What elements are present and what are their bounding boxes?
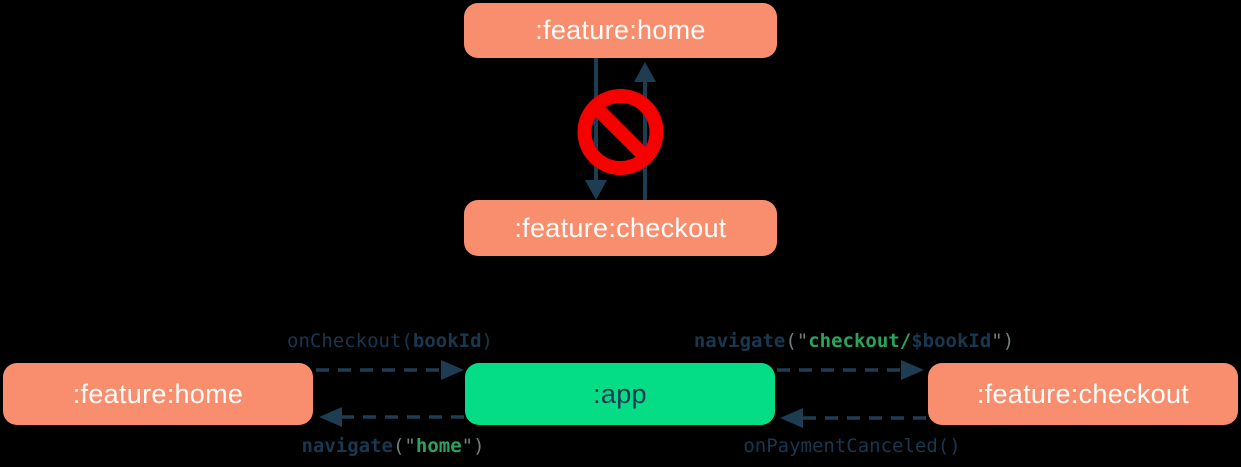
code-text: onPaymentCanceled() [743, 435, 961, 457]
on-checkout-arrow [316, 360, 464, 380]
code-text: navigate [301, 435, 393, 457]
top-feature-home-module-box: :feature:home [464, 3, 777, 58]
no-entry-icon [577, 89, 664, 175]
code-text: onCheckout( [287, 330, 413, 352]
top-feature-checkout-module-label: :feature:checkout [514, 212, 727, 243]
on-checkout-edge-label: onCheckout(bookId) [190, 330, 590, 352]
on-payment-canceled-edge-label: onPaymentCanceled() [652, 435, 1052, 457]
app-module-box: :app [465, 363, 775, 425]
navigate-checkout-edge-label: navigate("checkout/$bookId") [654, 330, 1054, 352]
code-text: (" [785, 330, 809, 352]
bottom-feature-checkout-module-label: :feature:checkout [976, 378, 1190, 409]
bottom-feature-home-module-box: :feature:home [3, 363, 313, 425]
navigate-home-arrow [319, 407, 464, 427]
bottom-feature-home-module-label: :feature:home [72, 378, 244, 409]
code-text: (" [392, 435, 416, 457]
code-text: checkout/ [808, 330, 912, 352]
bottom-feature-checkout-module-box: :feature:checkout [928, 363, 1238, 425]
code-text: ) [481, 330, 493, 352]
code-text: navigate [693, 330, 786, 352]
on-payment-canceled-arrow [780, 408, 926, 428]
top-feature-checkout-module-box: :feature:checkout [464, 200, 777, 256]
code-text: $bookId [911, 330, 992, 352]
app-module-label: :app [593, 378, 647, 409]
top-feature-home-module-label: :feature:home [535, 15, 706, 45]
code-text: bookId [412, 330, 482, 352]
code-text: home [415, 435, 462, 457]
navigate-home-edge-label: navigate("home") [193, 435, 593, 457]
code-text: ") [461, 435, 485, 457]
code-text: ") [991, 330, 1015, 352]
navigate-checkout-arrow [777, 360, 924, 380]
